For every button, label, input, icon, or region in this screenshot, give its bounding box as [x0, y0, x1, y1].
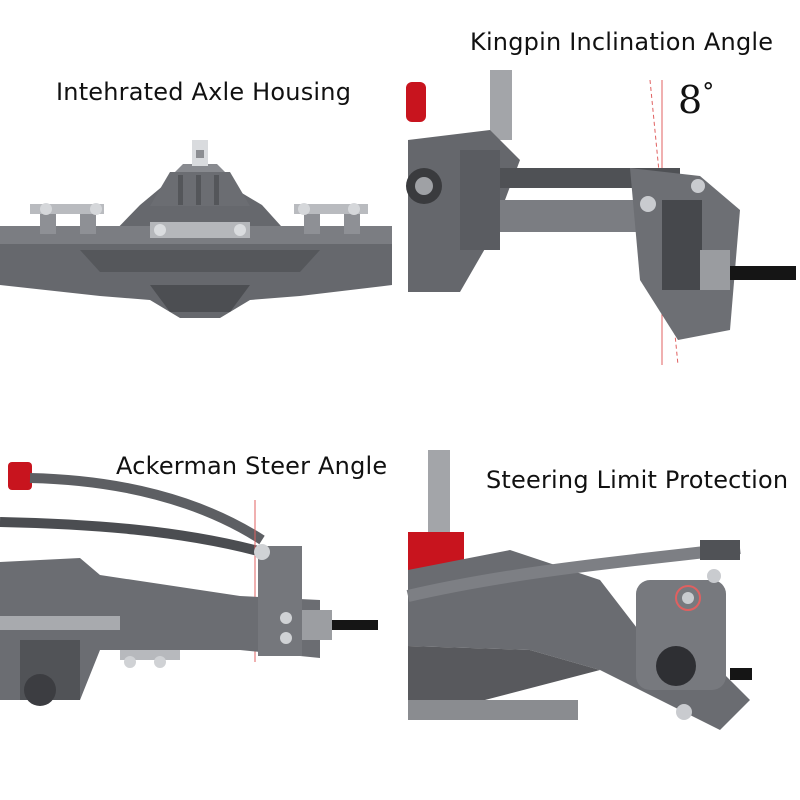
angle-degree-symbol: ° — [702, 78, 715, 106]
panel-ackerman-steer: Ackerman Steer Angle — [0, 400, 400, 800]
caption-kingpin-inclination: Kingpin Inclination Angle — [470, 28, 774, 56]
angle-value: 8° — [678, 78, 714, 122]
axle-housing-photo — [0, 140, 392, 318]
caption-steering-limit: Steering Limit Protection — [486, 466, 789, 494]
kingpin-photo — [406, 70, 796, 366]
panel-steering-limit: Steering Limit Protection — [400, 400, 800, 800]
panel-kingpin-inclination: Kingpin Inclination Angle 8° — [400, 0, 800, 400]
angle-number: 8 — [678, 78, 703, 122]
steering-limit-photo — [406, 450, 752, 730]
panel-axle-housing: Intehrated Axle Housing — [0, 0, 400, 400]
caption-axle-housing: Intehrated Axle Housing — [56, 78, 352, 106]
caption-ackerman-steer: Ackerman Steer Angle — [116, 452, 388, 480]
ackerman-photo — [0, 462, 378, 706]
